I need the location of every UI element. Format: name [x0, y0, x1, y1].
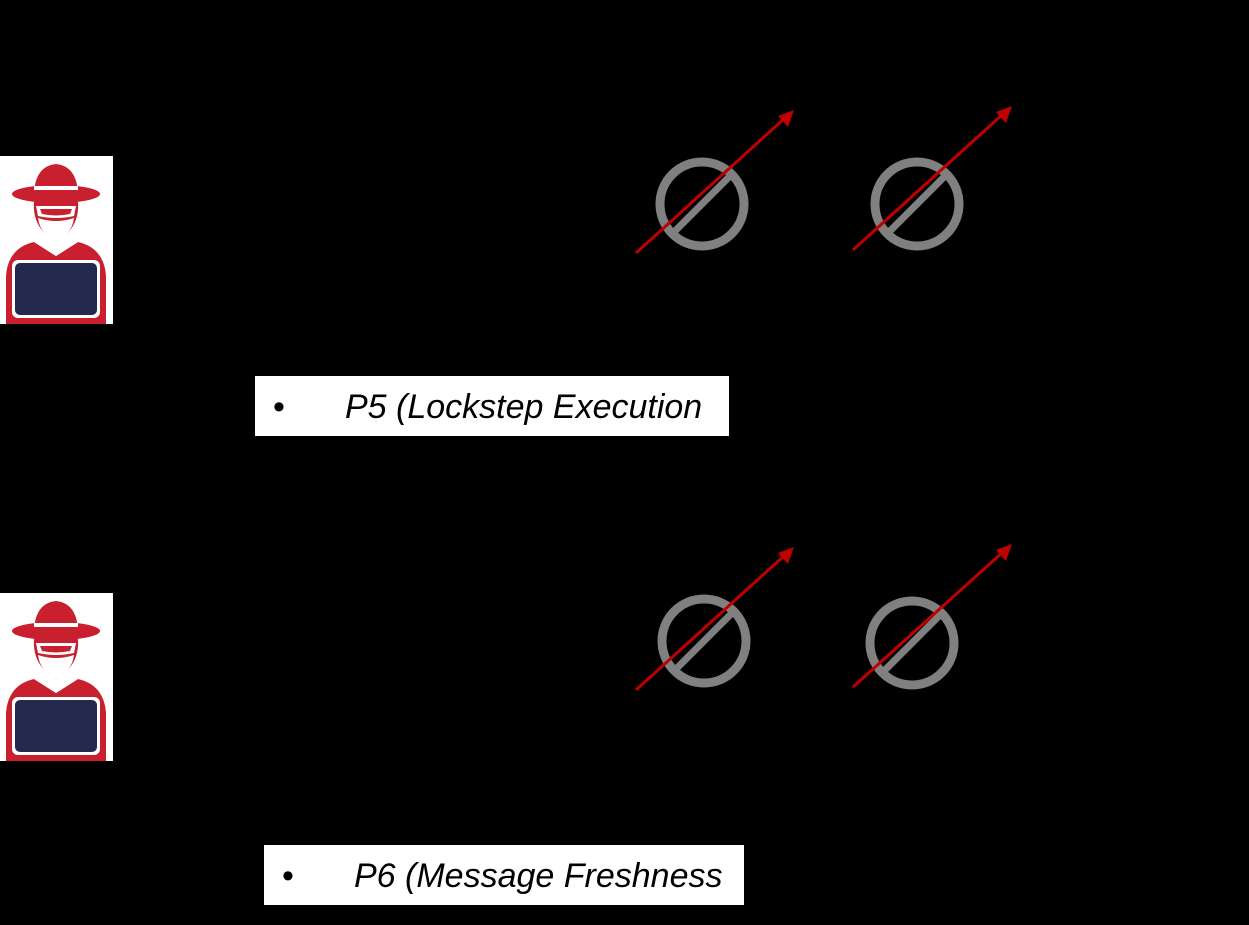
attack-arrow-line [851, 549, 1006, 689]
attacker-hacker-icon [0, 156, 113, 324]
prohibited-icon [870, 157, 964, 251]
attack-arrow-line [634, 115, 788, 255]
prohibited-icon [865, 596, 959, 690]
arrow-icon [778, 110, 794, 127]
label-p5-lockstep-execution: • P5 (Lockstep Execution [255, 376, 729, 436]
bullet: • [282, 857, 294, 895]
prohibited-bar [884, 171, 950, 237]
blocked-attack-p6-left [634, 547, 794, 692]
label-text: P6 (Message Freshness [354, 857, 723, 895]
prohibited-icon [657, 594, 751, 688]
attack-arrow-line [851, 111, 1006, 252]
bullet: • [273, 388, 285, 426]
arrow-icon [996, 544, 1012, 561]
prohibited-bar [671, 608, 737, 674]
arrow-icon [996, 106, 1012, 123]
label-p6-message-freshness: • P6 (Message Freshness [264, 845, 744, 905]
attack-arrow-line [634, 552, 788, 692]
prohibited-bar [879, 610, 945, 676]
blocked-attack-p5-right [851, 106, 1012, 252]
attacker-hacker-icon [0, 593, 113, 761]
label-text: P5 (Lockstep Execution [345, 388, 703, 426]
blocked-attack-p5-left [634, 110, 794, 255]
arrow-icon [778, 547, 794, 564]
prohibited-icon [655, 157, 749, 251]
prohibited-bar [669, 171, 735, 237]
blocked-attack-p6-right [851, 544, 1012, 690]
